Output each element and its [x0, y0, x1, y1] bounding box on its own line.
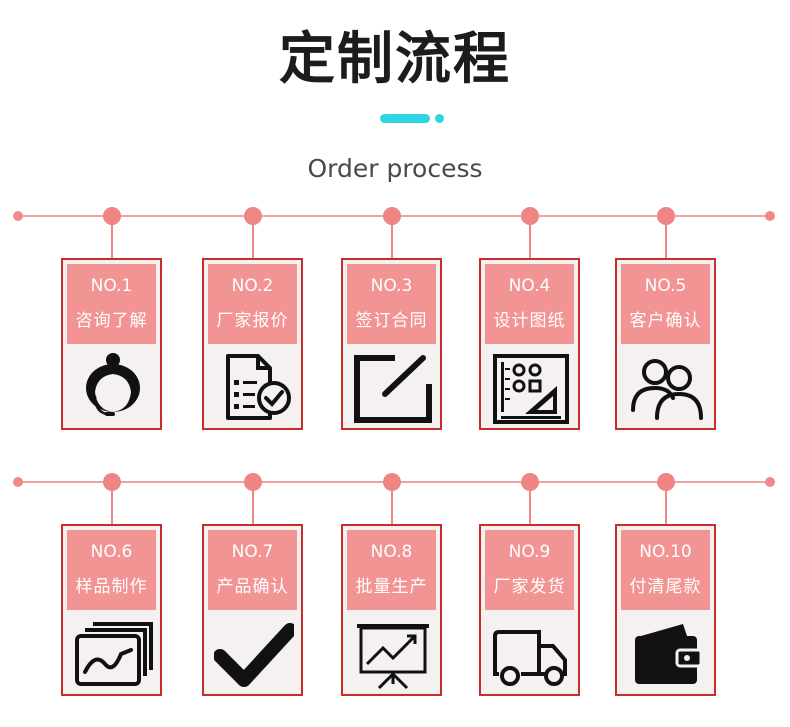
- step-label: 设计图纸: [493, 311, 566, 331]
- step-label: 咨询了解: [75, 311, 148, 331]
- step-node: [521, 207, 539, 225]
- step-number: NO.10: [639, 542, 692, 562]
- timeline-end-dot: [13, 211, 23, 221]
- step-card-head: NO.2 厂家报价: [208, 264, 297, 344]
- step-stem: [391, 490, 393, 524]
- contract-edit-icon: [353, 352, 433, 424]
- timeline-end-dot: [13, 477, 23, 487]
- timeline-end-dot: [765, 477, 775, 487]
- step-card-1: NO.1 咨询了解: [61, 258, 162, 430]
- step-card-head: NO.4 设计图纸: [485, 264, 574, 344]
- step-card-10: NO.10 付清尾款: [615, 524, 716, 696]
- step-node: [103, 473, 121, 491]
- step-node: [383, 207, 401, 225]
- step-card-head: NO.3 签订合同: [347, 264, 436, 344]
- step-label: 产品确认: [216, 577, 289, 597]
- page-title: 定制流程: [279, 27, 511, 92]
- title-underline-dot: [435, 114, 444, 123]
- step-number: NO.3: [370, 276, 413, 296]
- step-number: NO.4: [508, 276, 551, 296]
- step-number: NO.6: [90, 542, 133, 562]
- step-card-8: NO.8 批量生产: [341, 524, 442, 696]
- step-number: NO.8: [370, 542, 413, 562]
- step-card-head: NO.5 客户确认: [621, 264, 710, 344]
- step-node: [521, 473, 539, 491]
- step-number: NO.2: [231, 276, 274, 296]
- step-stem: [665, 224, 667, 258]
- step-card-3: NO.3 签订合同: [341, 258, 442, 430]
- step-label: 厂家发货: [493, 577, 566, 597]
- timeline-end-dot: [765, 211, 775, 221]
- step-card-head: NO.1 咨询了解: [67, 264, 156, 344]
- customer-service-icon: [73, 352, 153, 424]
- customers-icon: [627, 352, 707, 424]
- step-card-head: NO.10 付清尾款: [621, 530, 710, 610]
- step-node: [244, 473, 262, 491]
- step-stem: [111, 490, 113, 524]
- step-label: 付清尾款: [629, 577, 702, 597]
- step-card-5: NO.5 客户确认: [615, 258, 716, 430]
- sample-images-icon: [73, 618, 153, 690]
- design-drawing-icon: [491, 352, 571, 424]
- step-card-4: NO.4 设计图纸: [479, 258, 580, 430]
- step-label: 批量生产: [355, 577, 428, 597]
- step-card-2: NO.2 厂家报价: [202, 258, 303, 430]
- step-label: 厂家报价: [216, 311, 289, 331]
- step-node: [103, 207, 121, 225]
- wallet-icon: [627, 618, 707, 690]
- step-stem: [529, 224, 531, 258]
- step-stem: [391, 224, 393, 258]
- title-underline-bar: [380, 114, 430, 123]
- page-subtitle: Order process: [307, 154, 483, 183]
- step-label: 签订合同: [355, 311, 428, 331]
- step-number: NO.7: [231, 542, 274, 562]
- step-number: NO.1: [90, 276, 133, 296]
- step-number: NO.9: [508, 542, 551, 562]
- step-card-head: NO.9 厂家发货: [485, 530, 574, 610]
- step-stem: [529, 490, 531, 524]
- step-card-head: NO.6 样品制作: [67, 530, 156, 610]
- step-card-head: NO.8 批量生产: [347, 530, 436, 610]
- step-card-head: NO.7 产品确认: [208, 530, 297, 610]
- production-chart-icon: [353, 618, 433, 690]
- step-label: 样品制作: [75, 577, 148, 597]
- step-stem: [111, 224, 113, 258]
- step-stem: [252, 490, 254, 524]
- step-number: NO.5: [644, 276, 687, 296]
- step-card-7: NO.7 产品确认: [202, 524, 303, 696]
- checkmark-icon: [214, 618, 294, 690]
- step-label: 客户确认: [629, 311, 702, 331]
- step-card-9: NO.9 厂家发货: [479, 524, 580, 696]
- quote-document-icon: [214, 352, 294, 424]
- step-node: [383, 473, 401, 491]
- step-stem: [252, 224, 254, 258]
- step-node: [244, 207, 262, 225]
- delivery-truck-icon: [491, 618, 571, 690]
- step-node: [657, 473, 675, 491]
- step-card-6: NO.6 样品制作: [61, 524, 162, 696]
- step-stem: [665, 490, 667, 524]
- step-node: [657, 207, 675, 225]
